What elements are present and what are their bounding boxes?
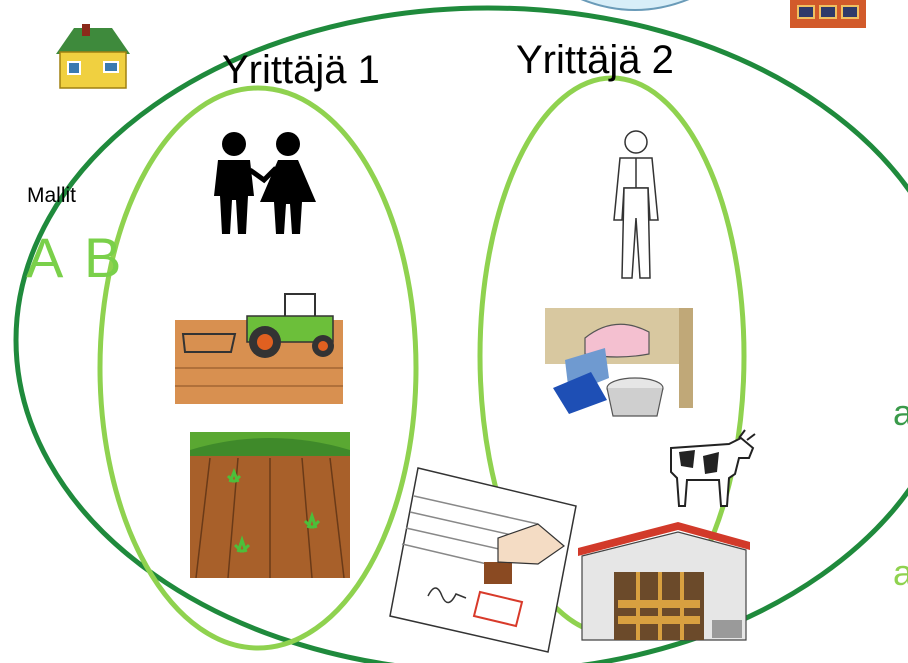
entrepreneur-2-title: Yrittäjä 2 [516,38,674,82]
milking-cow-icon [545,308,693,420]
house-icon [56,24,130,89]
sky-decoration [580,0,690,11]
crop-field-icon [190,432,350,578]
model-b-option: B [84,226,122,289]
tractor-plowing-icon [175,293,343,404]
cropped-text-fragment: a [893,552,908,593]
models-label: Mallit [27,184,77,207]
farmer-man-icon [613,130,659,279]
cropped-text-fragment: a [893,392,908,433]
entrepreneur-1-ellipse [97,85,419,651]
outer-ellipse [13,5,908,663]
brick-building-icon [790,0,866,28]
model-a-option: A [26,226,64,289]
couple-icon [214,132,316,234]
cow-icon [670,429,756,507]
barn-icon [578,522,750,641]
contract-stamp-icon [389,467,577,653]
entrepreneur-1-title: Yrittäjä 1 [222,48,380,92]
